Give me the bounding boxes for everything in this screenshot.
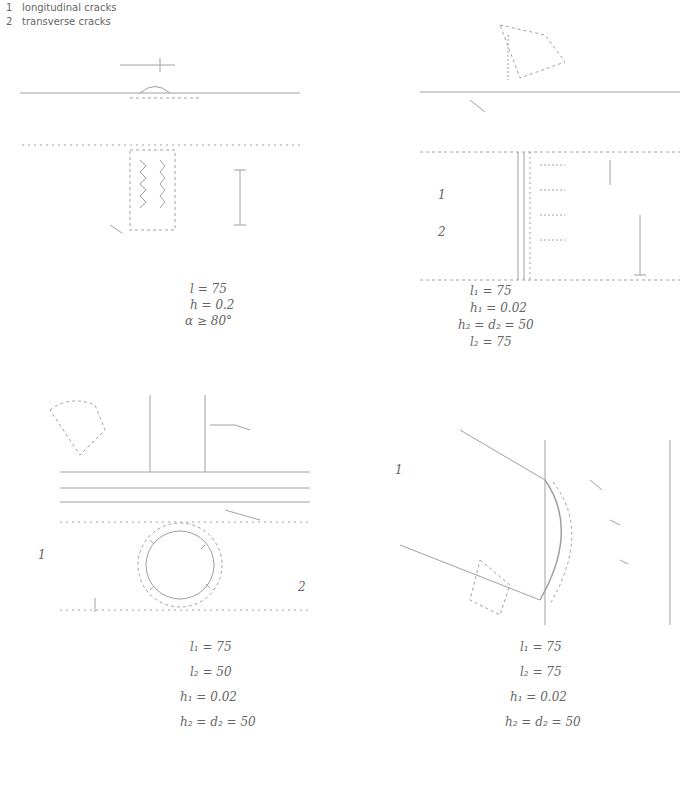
panel-c-figure: [50, 395, 310, 612]
dimension-label: l₁ = 75: [470, 284, 512, 298]
dimension-label: h₁ = 0.02: [180, 690, 237, 704]
dimension-label: l₂ = 75: [520, 665, 562, 679]
key-number: 1: [6, 2, 12, 14]
panel-b-figure: [420, 25, 680, 280]
dimension-label: l₂ = 75: [470, 335, 512, 349]
callout-number: 1: [38, 548, 46, 562]
dimension-label: h₁ = 0.02: [470, 301, 527, 315]
dimension-label: h₁ = 0.02: [510, 690, 567, 704]
dimension-label: h₂ = d₂ = 50: [458, 318, 534, 332]
dimension-label: l₁ = 75: [520, 640, 562, 654]
dimension-label: h₂ = d₂ = 50: [180, 715, 256, 729]
callout-number: 2: [438, 225, 446, 239]
callout-number: 1: [438, 188, 446, 202]
callout-number: 2: [298, 580, 306, 594]
dimension-label: h = 0.2: [190, 298, 235, 312]
key-text: longitudinal cracks: [22, 2, 116, 14]
dimension-label: α ≥ 80°: [185, 314, 232, 328]
dimension-label: h₂ = d₂ = 50: [505, 715, 581, 729]
callout-number: 1: [395, 463, 403, 477]
panel-d-figure: [400, 430, 670, 625]
key-number: 2: [6, 16, 12, 28]
dimension-label: l = 75: [190, 282, 227, 296]
key-text: transverse cracks: [22, 16, 111, 28]
dimension-label: l₁ = 75: [190, 640, 232, 654]
dimension-label: l₂ = 50: [190, 665, 232, 679]
panel-a-figure: [20, 58, 300, 233]
